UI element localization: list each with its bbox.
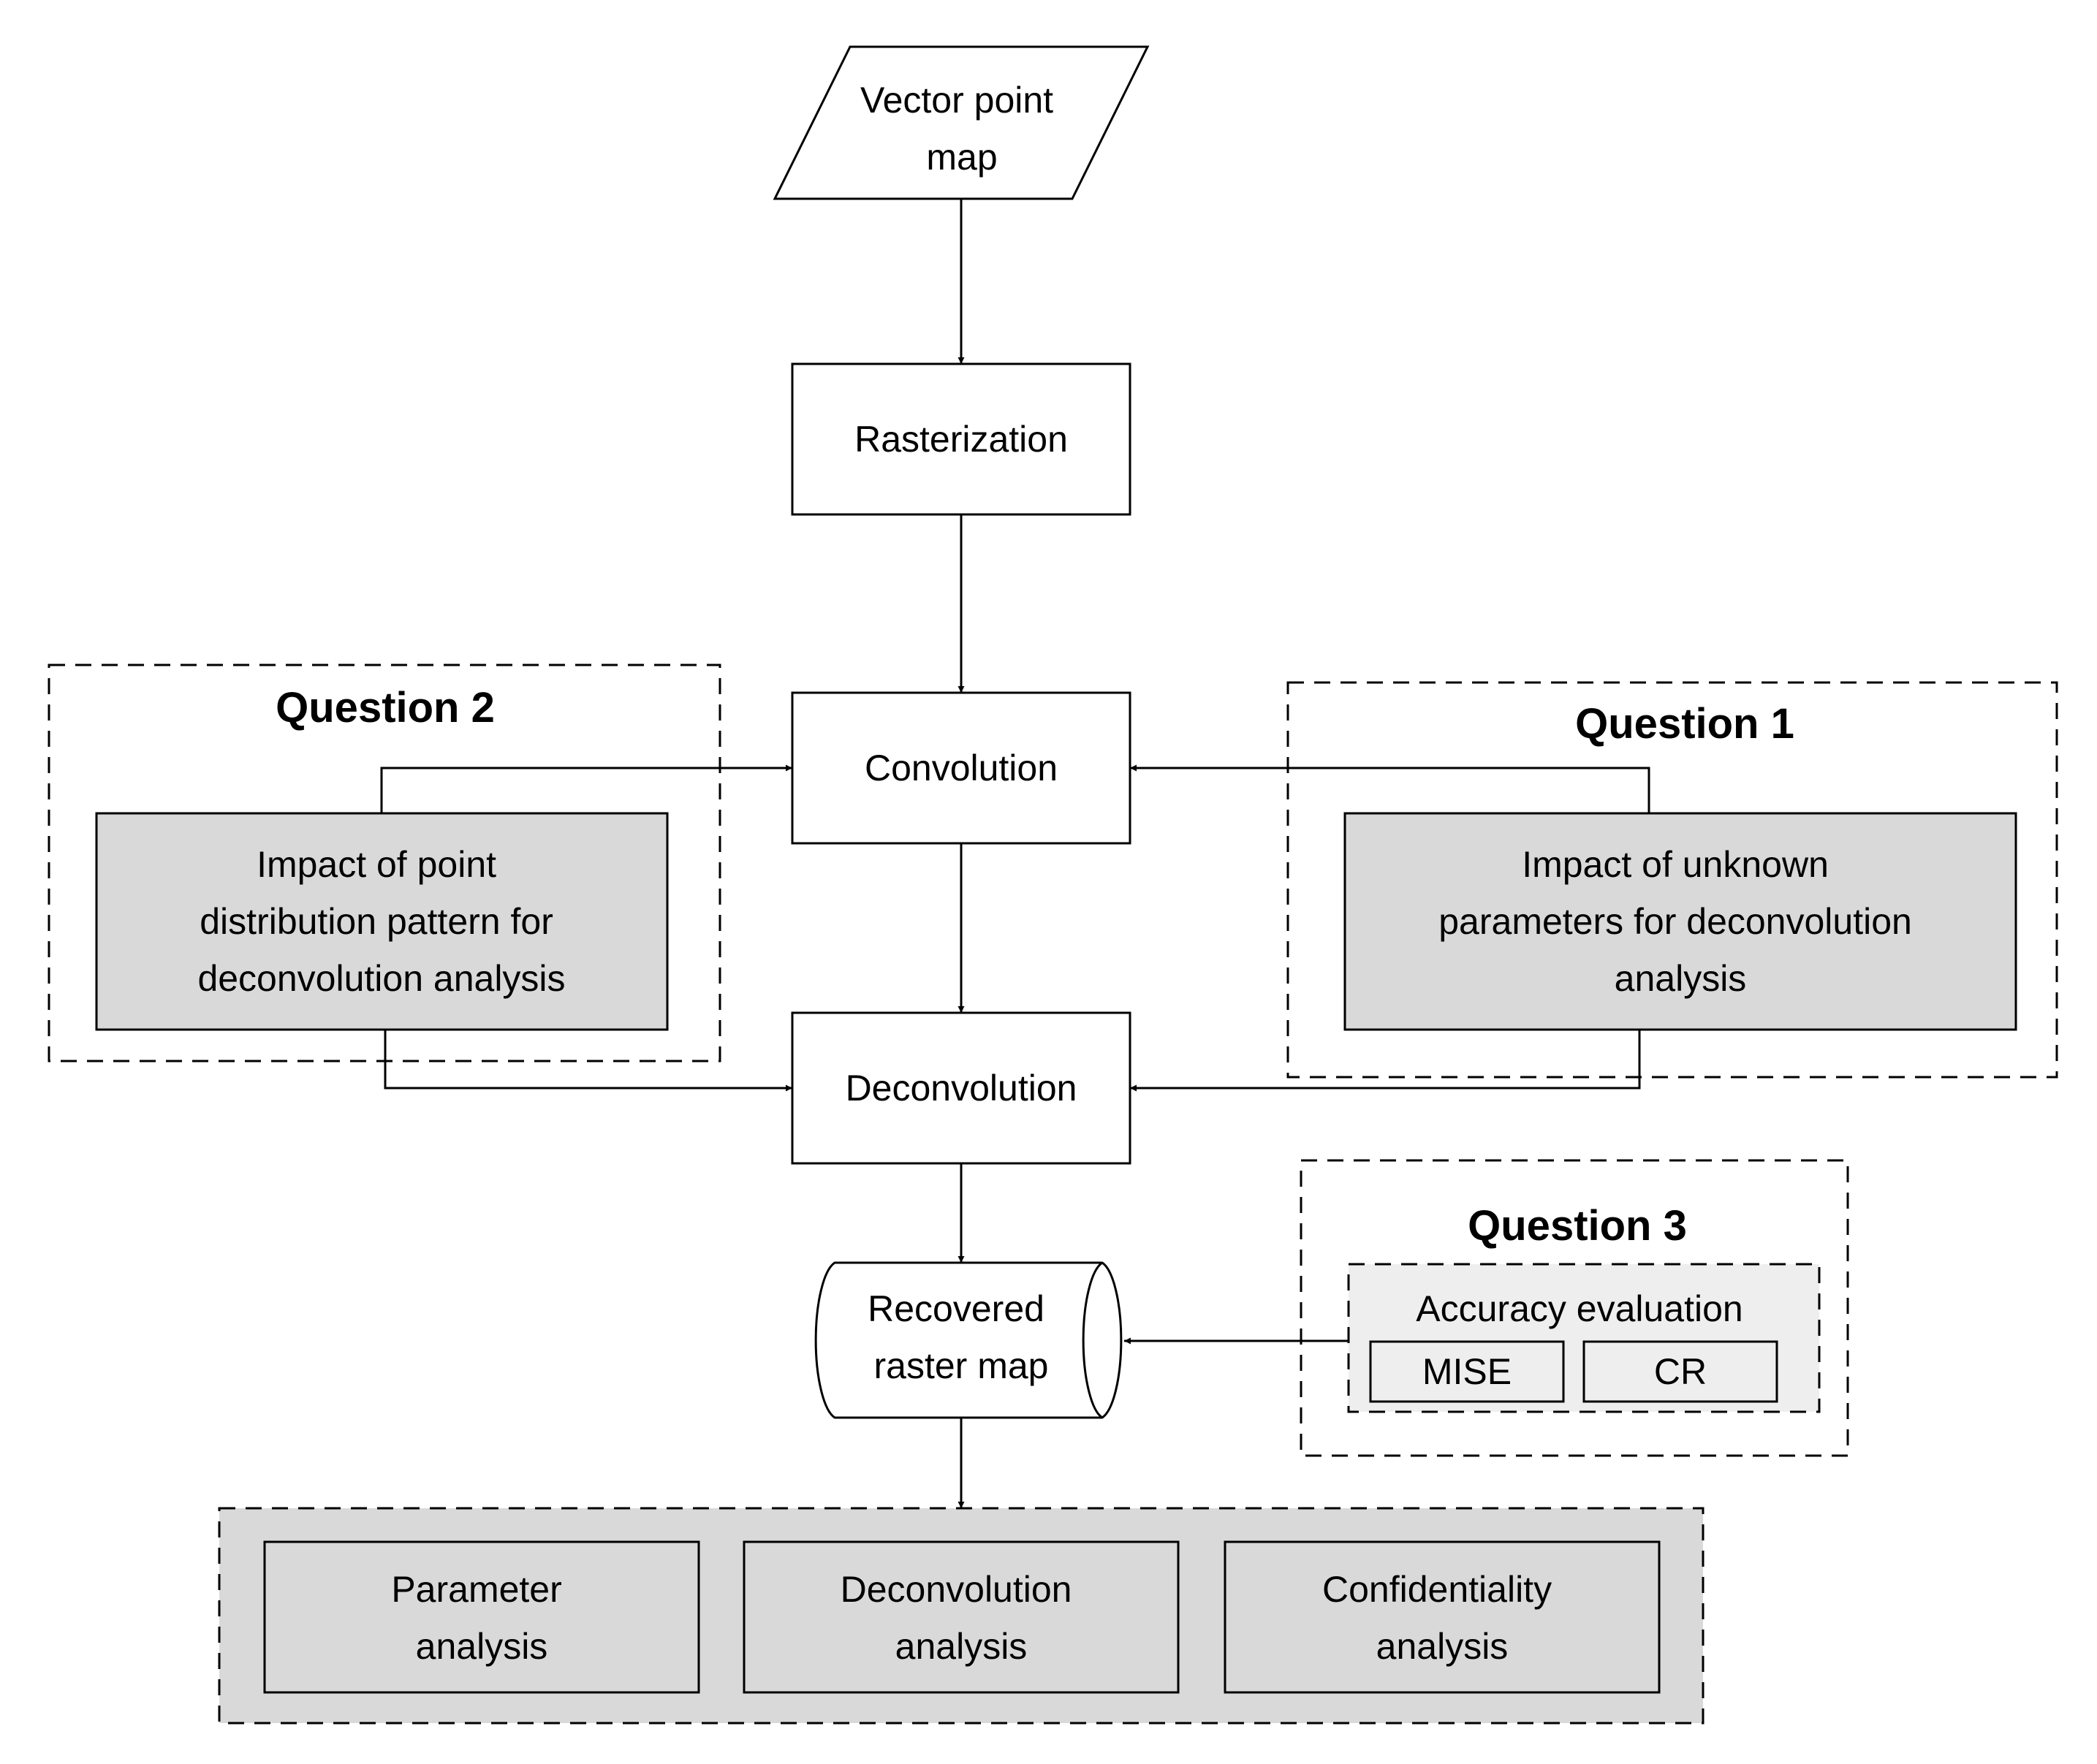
cr-box: [1582, 1340, 1778, 1403]
question-2-text: Impact of point distribution pattern for…: [197, 844, 565, 999]
accuracy-evaluation-label: Accuracy evaluation: [1416, 1288, 1743, 1329]
question-2-line-2: distribution pattern for: [200, 901, 553, 942]
question-3-group: [1300, 1159, 1849, 1457]
confidentiality-analysis-line-1: Confidentiality: [1322, 1569, 1552, 1610]
arrow-question-2-to-deconvolution: [384, 1030, 792, 1092]
question-1-text: Impact of unknown parameters for deconvo…: [1438, 844, 1922, 999]
deconvolution-analysis-label: Deconvolution analysis: [841, 1569, 1082, 1667]
deconvolution-analysis-line-2: analysis: [895, 1626, 1028, 1667]
mise-label: MISE: [1422, 1351, 1512, 1392]
deconvolution-analysis-line-1: Deconvolution: [841, 1569, 1072, 1610]
confidentiality-analysis-box: [1224, 1540, 1661, 1694]
arrow-question-1-to-convolution: [1130, 764, 1650, 813]
parameter-analysis-line-2: analysis: [416, 1626, 548, 1667]
question-2-line-3: deconvolution analysis: [197, 958, 565, 999]
question-1-line-1: Impact of unknown: [1522, 844, 1829, 885]
question-1-title: Question 1: [1575, 700, 1794, 748]
arrow-question-1-to-deconvolution: [1130, 1030, 1641, 1092]
vector-point-map-line-1: Vector point: [860, 80, 1053, 121]
confidentiality-analysis-label: Confidentiality analysis: [1322, 1569, 1562, 1667]
convolution-node: [791, 691, 1131, 845]
deconvolution-label: Deconvolution: [846, 1068, 1077, 1109]
parameter-analysis-line-1: Parameter: [391, 1569, 561, 1610]
question-1-line-2: parameters for deconvolution: [1438, 901, 1912, 942]
recovered-raster-map-line-2: raster map: [874, 1345, 1049, 1386]
arrow-question-2-to-convolution: [380, 764, 792, 813]
cr-label: CR: [1654, 1351, 1707, 1392]
recovered-raster-map-line-1: Recovered: [868, 1288, 1044, 1329]
deconvolution-node: [791, 1011, 1131, 1165]
question-3-title: Question 3: [1468, 1202, 1687, 1250]
question-1-group: [1286, 681, 2058, 1079]
vector-point-map-line-2: map: [926, 137, 997, 178]
question-2-title: Question 2: [276, 684, 495, 731]
confidentiality-analysis-line-2: analysis: [1376, 1626, 1509, 1667]
parameter-analysis-label: Parameter analysis: [391, 1569, 572, 1667]
parameter-analysis-box: [263, 1540, 700, 1694]
convolution-label: Convolution: [865, 748, 1058, 788]
recovered-raster-map-node: [814, 1261, 1123, 1419]
rasterization-label: Rasterization: [854, 419, 1068, 460]
vector-point-map-node: [773, 45, 1150, 200]
question-1-box: [1343, 812, 2017, 1031]
vector-point-map-label: Vector point map: [860, 80, 1063, 178]
recovered-raster-map-label: Recovered raster map: [868, 1288, 1055, 1386]
question-2-line-1: Impact of point: [257, 844, 496, 885]
mise-box: [1369, 1340, 1565, 1403]
question-1-line-3: analysis: [1615, 958, 1747, 999]
deconvolution-analysis-box: [743, 1540, 1180, 1694]
question-2-box: [95, 812, 669, 1031]
recovered-raster-map-edge: [1082, 1261, 1103, 1419]
